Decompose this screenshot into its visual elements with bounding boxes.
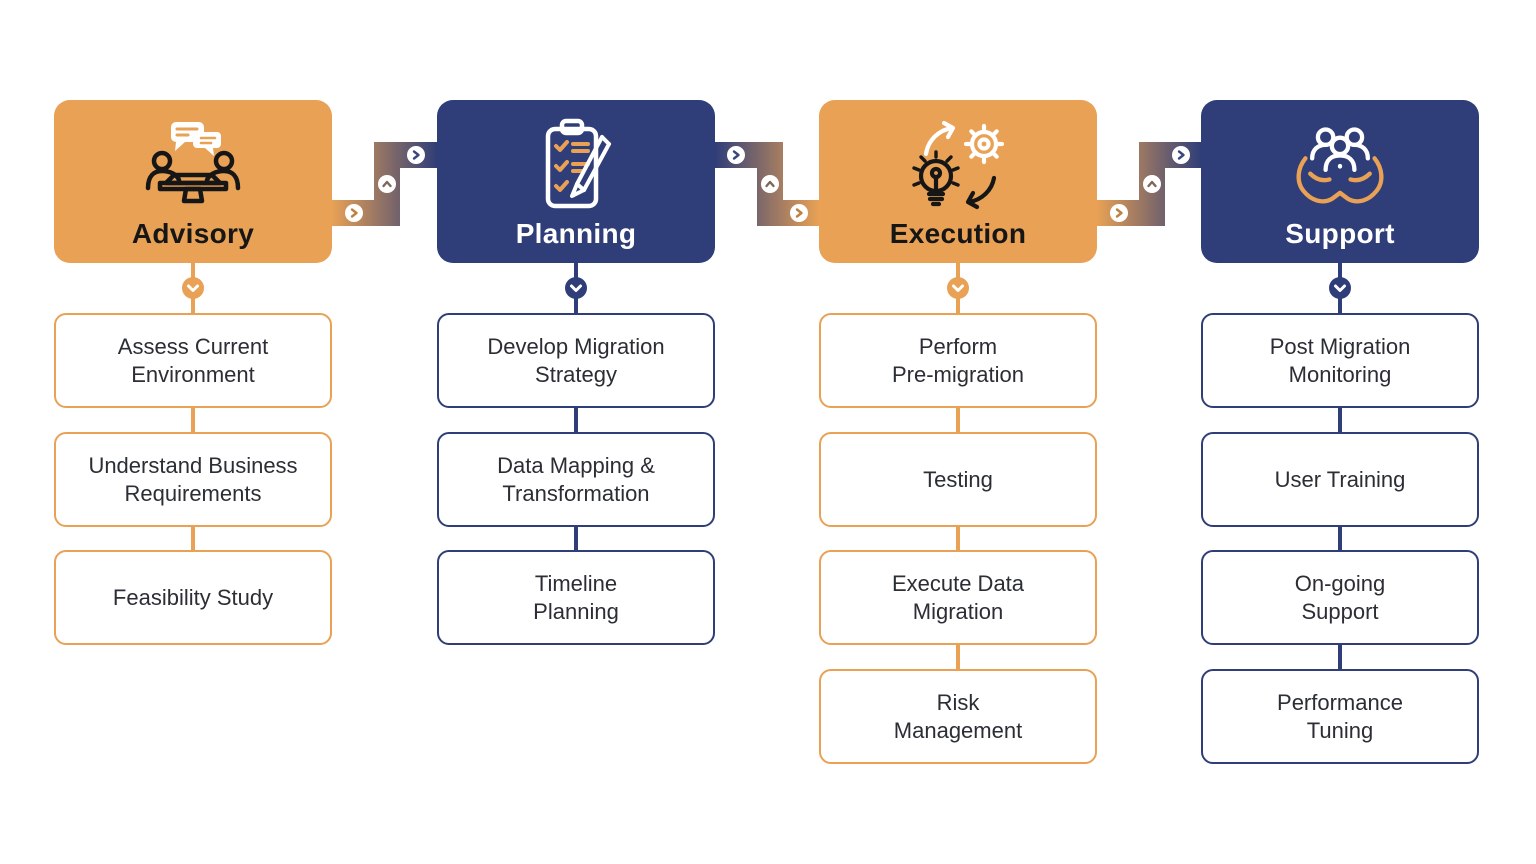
step-box: Assess Current Environment (54, 313, 332, 408)
step-box: Risk Management (819, 669, 1097, 764)
chevron-down-badge (182, 277, 204, 299)
step-box: Data Mapping & Transformation (437, 432, 715, 527)
stage-header-planning: Planning (437, 100, 715, 263)
connector-execution-support (1097, 142, 1201, 226)
step-box: Feasibility Study (54, 550, 332, 645)
chevron-up-icon (1147, 180, 1157, 188)
step-box: Perform Pre-migration (819, 313, 1097, 408)
step-box: Develop Migration Strategy (437, 313, 715, 408)
chevron-up-icon (382, 180, 392, 188)
stage-column-planning: Planning Develop Migration Strategy Data… (437, 100, 715, 645)
hands-holding-team-icon (1284, 118, 1396, 214)
chevron-down-badge (565, 277, 587, 299)
chevron-right-icon (412, 150, 420, 160)
stage-column-support: Support Post Migration Monitoring User T… (1201, 100, 1479, 764)
chevron-right-icon (1177, 150, 1185, 160)
step-box: User Training (1201, 432, 1479, 527)
stage-header-support: Support (1201, 100, 1479, 263)
chevron-down-badge (947, 277, 969, 299)
chevron-up-icon (765, 180, 775, 188)
stage-title: Advisory (131, 218, 255, 249)
step-box: Execute Data Migration (819, 550, 1097, 645)
step-box: Performance Tuning (1201, 669, 1479, 764)
clipboard-checklist-icon (528, 116, 624, 214)
stage-header-execution: Execution (819, 100, 1097, 263)
connector-advisory-planning (332, 142, 437, 226)
step-box: Testing (819, 432, 1097, 527)
stage-title: Execution (889, 218, 1027, 249)
stage-column-execution: Execution Perform Pre-migration Testing … (819, 100, 1097, 764)
connector-planning-execution (715, 142, 819, 226)
stage-title: Planning (515, 218, 637, 249)
meeting-discussion-icon (141, 118, 245, 214)
chevron-down-badge (1329, 277, 1351, 299)
chevron-right-icon (795, 208, 803, 218)
step-box: Post Migration Monitoring (1201, 313, 1479, 408)
chevron-right-icon (1115, 208, 1123, 218)
chevron-right-icon (350, 208, 358, 218)
stage-column-advisory: Advisory Assess Current Environment Unde… (54, 100, 332, 645)
stage-title: Support (1285, 218, 1395, 249)
stage-header-advisory: Advisory (54, 100, 332, 263)
step-box: Timeline Planning (437, 550, 715, 645)
chevron-right-icon (732, 150, 740, 160)
step-box: Understand Business Requirements (54, 432, 332, 527)
step-box: On-going Support (1201, 550, 1479, 645)
bulb-gear-process-icon (900, 118, 1016, 214)
